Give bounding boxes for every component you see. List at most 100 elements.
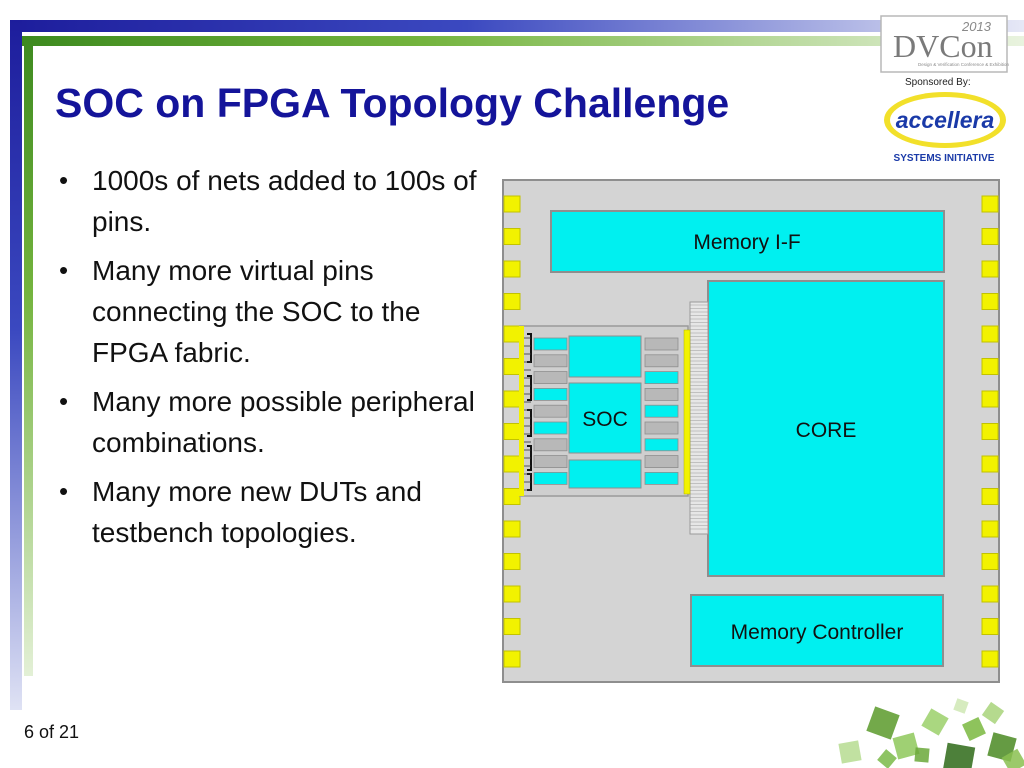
dvcon-logo-text: DVCon	[893, 28, 993, 64]
soc-peripheral-cell	[533, 471, 568, 485]
top-blue-bar	[10, 20, 1024, 32]
decorative-square	[866, 706, 900, 740]
memory-controller-label: Memory Controller	[731, 621, 904, 644]
accellera-logo-inner	[890, 97, 1000, 143]
bullet-text: Many more virtual pins connecting the SO…	[92, 255, 421, 368]
io-pin	[981, 358, 999, 375]
io-pin	[503, 618, 521, 635]
core-label: CORE	[796, 419, 857, 442]
io-pin	[981, 618, 999, 635]
soc-top-block	[568, 335, 642, 378]
io-pin	[981, 325, 999, 343]
bullet-icon: •	[59, 255, 69, 285]
decorative-square	[921, 708, 949, 736]
decorative-square	[1001, 748, 1024, 768]
io-pin	[503, 260, 521, 278]
io-pin	[981, 260, 999, 278]
io-pin	[503, 520, 521, 538]
page-number: 6 of 21	[24, 722, 80, 742]
decorative-square	[942, 742, 976, 768]
soc-peripheral-cell	[644, 438, 679, 452]
right-pin-column	[981, 195, 999, 668]
dvcon-logo: DVCon 2013 Design & Verification Confere…	[880, 15, 1010, 73]
io-pin	[503, 228, 521, 245]
soc-core-block	[568, 382, 642, 454]
soc-peripheral-cell	[533, 421, 568, 435]
bullet-item: • 1000s of nets added to 100s of pins.	[57, 160, 477, 242]
accellera-logo-subtitle: SYSTEMS INITIATIVE	[894, 153, 995, 164]
bullet-text: Many more possible peripheral combinatio…	[92, 386, 475, 458]
decorative-squares	[838, 698, 1024, 768]
dvcon-logo-year: 2013	[961, 19, 992, 34]
io-pin	[503, 423, 521, 440]
core-block	[707, 280, 945, 577]
bullet-icon: •	[59, 476, 69, 506]
soc-peripheral-cell	[644, 455, 679, 469]
left-pin-column	[503, 195, 521, 668]
soc-left-pin-strip	[519, 326, 524, 496]
io-pin	[981, 585, 999, 603]
io-pin	[981, 650, 999, 668]
io-pin	[503, 585, 521, 603]
soc-right-pin-strip	[683, 329, 691, 495]
io-pin	[981, 195, 999, 213]
bullet-text: Many more new DUTs and testbench topolog…	[92, 476, 422, 548]
io-pin	[981, 520, 999, 538]
io-pin	[503, 455, 521, 473]
decorative-square	[892, 732, 920, 760]
soc-peripheral-cell	[533, 387, 568, 401]
bullet-text: 1000s of nets added to 100s of pins.	[92, 165, 477, 237]
soc-peripheral-cell	[644, 471, 679, 485]
io-pin	[503, 650, 521, 668]
io-pin	[503, 195, 521, 213]
soc-peripheral-cell	[644, 421, 679, 435]
dvcon-logo-frame	[880, 15, 1008, 73]
decorative-square	[962, 717, 986, 741]
virtual-pin-bracket	[527, 375, 532, 401]
bullet-icon: •	[59, 165, 69, 195]
soc-peripheral-cell	[533, 337, 568, 351]
soc-peripheral-cell	[644, 337, 679, 351]
dvcon-logo-tagline: Design & Verification Conference & Exhib…	[918, 62, 1010, 67]
io-pin	[503, 358, 521, 375]
memory-if-block	[550, 210, 945, 273]
io-pin	[981, 455, 999, 473]
bullet-icon: •	[59, 386, 69, 416]
memory-controller-block	[690, 594, 944, 667]
io-pin	[981, 488, 999, 505]
sponsored-by-label: Sponsored By:	[905, 77, 971, 88]
soc-peripheral-cell	[533, 371, 568, 385]
soc-peripheral-cell	[644, 371, 679, 385]
decorative-square	[981, 701, 1005, 725]
soc-label: SOC	[582, 408, 628, 431]
io-pin	[981, 228, 999, 245]
decorative-square	[877, 749, 897, 768]
io-pin	[503, 325, 521, 343]
io-pin	[503, 293, 521, 310]
io-pin	[981, 423, 999, 440]
bullet-item: • Many more possible peripheral combinati…	[57, 381, 477, 463]
soc-peripheral-cell	[533, 354, 568, 368]
bullet-item: • Many more virtual pins connecting the S…	[57, 250, 477, 373]
accellera-logo: accellera SYSTEMS INITIATIVE	[884, 92, 1006, 164]
soc-peripheral-cell	[533, 404, 568, 418]
decorative-square	[953, 698, 969, 714]
soc-peripheral-cell	[533, 438, 568, 452]
bullet-item: • Many more new DUTs and testbench topolo…	[57, 471, 477, 553]
soc-peripheral-cell	[644, 387, 679, 401]
memory-if-label: Memory I-F	[693, 231, 800, 254]
io-pin	[981, 293, 999, 310]
soc-virtual-pin-brackets	[524, 333, 532, 491]
left-blue-bar	[10, 20, 22, 710]
io-pin	[503, 488, 521, 505]
bullet-list: • 1000s of nets added to 100s of pins. • M…	[57, 160, 477, 561]
soc-peripheral-cell	[644, 354, 679, 368]
io-pin	[981, 390, 999, 408]
accellera-logo-text: accellera	[896, 107, 995, 133]
top-green-bar	[22, 36, 1024, 46]
soc-peripheral-cell	[533, 455, 568, 469]
left-green-bar	[24, 36, 33, 676]
decorative-square	[914, 747, 930, 763]
decorative-square	[838, 740, 862, 764]
